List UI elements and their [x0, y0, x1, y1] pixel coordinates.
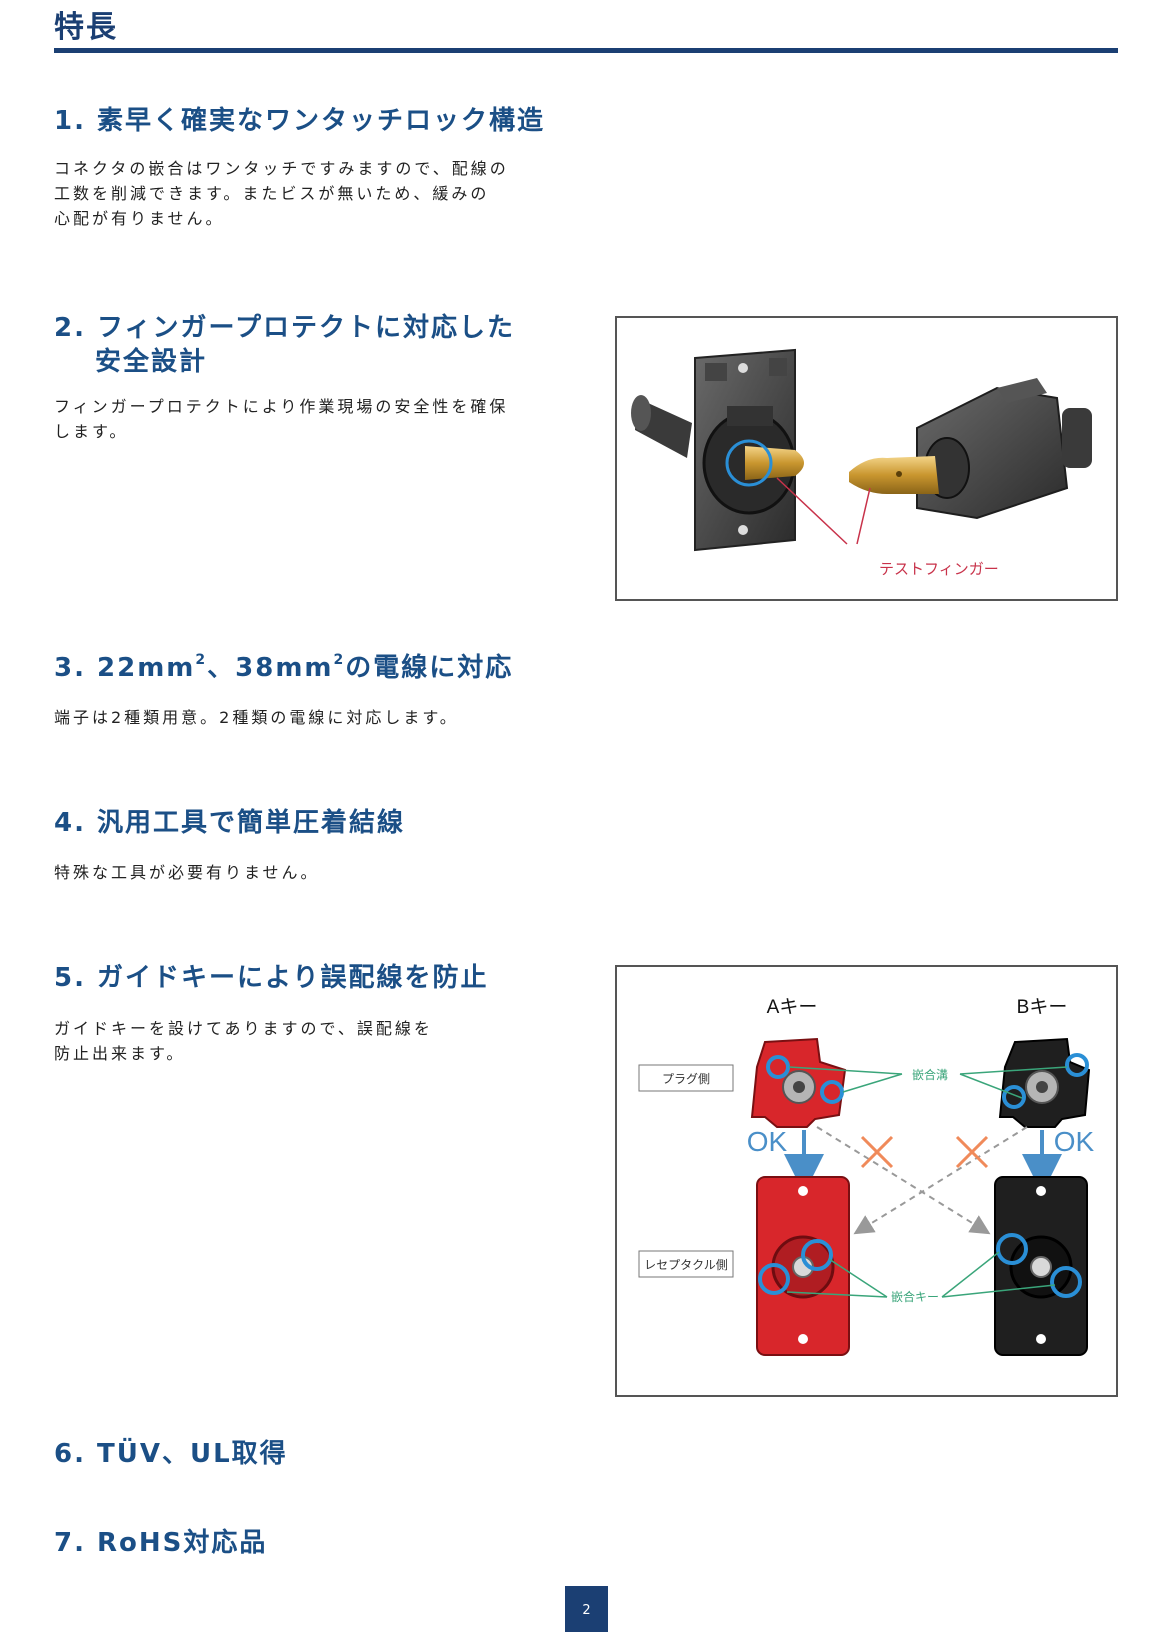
section-3-sup-b: 2 — [333, 652, 346, 668]
section-6-heading: 6. TÜV、UL取得 — [54, 1437, 288, 1471]
section-1-line-1: コネクタの嵌合はワンタッチですみますので、配線の — [54, 159, 509, 178]
mount-hole-bottom — [738, 525, 748, 535]
guide-key-diagram: Aキー Bキー プラグ側 レセプタクル側 嵌合溝 OK OK — [638, 997, 1095, 1356]
section-4-body: 特殊な工具が必要有りません。 — [54, 860, 544, 885]
section-5-body: ガイドキーを設けてありますので、誤配線を防止出来ます。 — [54, 1016, 544, 1066]
section-4-heading: 4. 汎用工具で簡単圧着結線 — [54, 806, 405, 840]
callout-lines — [776, 477, 871, 545]
highlight-ring — [725, 439, 773, 487]
key-callout-lines — [786, 1251, 1056, 1298]
ok-right-label: OK — [1054, 1126, 1095, 1157]
section-5-line-1: ガイドキーを設けてありますので、誤配線を — [54, 1019, 433, 1038]
section-3-body: 端子は2種類用意。2種類の電線に対応します。 — [54, 705, 544, 730]
receptacle-a-key-marker-2 — [758, 1263, 790, 1295]
page-title: 特長 — [54, 10, 118, 45]
test-finger-left — [745, 446, 804, 480]
section-1-line-2: 工数を削減できます。またビスが無いため、緩みの — [54, 184, 490, 203]
section-3-sup-a: 2 — [195, 652, 208, 668]
section-2-line-2: します。 — [54, 422, 129, 441]
receptacle-b-key-marker-2 — [1050, 1266, 1082, 1298]
page-number: 2 — [565, 1586, 608, 1632]
groove-label: 嵌合溝 — [912, 1067, 948, 1082]
test-finger-figure: テストフィンガー — [615, 316, 1118, 601]
section-1-line-3: 心配が有りません。 — [54, 209, 225, 228]
plug-a-groove-marker-2 — [820, 1080, 844, 1104]
callout-test-finger: テストフィンガー — [879, 561, 999, 578]
key-label: 嵌合キー — [891, 1289, 939, 1304]
plug-side-label: プラグ側 — [662, 1072, 710, 1086]
key-b-label: Bキー — [1017, 997, 1068, 1018]
section-7-title: RoHS対応品 — [97, 1528, 268, 1558]
ng-cross-right — [955, 1135, 989, 1169]
mount-hole-top — [738, 363, 748, 373]
section-2-body: フィンガープロテクトにより作業現場の安全性を確保します。 — [54, 394, 544, 444]
section-1-heading: 1. 素早く確実なワンタッチロック構造 — [54, 104, 545, 138]
plug-latch — [997, 378, 1047, 403]
panel-notch-right — [769, 358, 787, 376]
section-6-title: TÜV、UL取得 — [97, 1439, 288, 1469]
section-7-heading: 7. RoHS対応品 — [54, 1526, 267, 1560]
section-3-title-c: の電線に対応 — [345, 653, 514, 683]
section-3-line-1: 端子は2種類用意。2種類の電線に対応します。 — [54, 708, 459, 727]
section-2-heading: 2. フィンガープロテクトに対応した安全設計 — [54, 311, 515, 379]
section-1-title: 素早く確実なワンタッチロック構造 — [97, 106, 546, 136]
section-4-line-1: 特殊な工具が必要有りません。 — [54, 863, 320, 882]
receptacle-side-label: レセプタクル側 — [644, 1258, 728, 1272]
guide-key-figure: Aキー Bキー プラグ側 レセプタクル側 嵌合溝 OK OK — [615, 965, 1118, 1397]
plug-b-groove-marker-2 — [1065, 1053, 1089, 1077]
cable-end — [631, 395, 651, 431]
ng-cross-left — [860, 1135, 894, 1169]
receptacle-b — [994, 1176, 1088, 1356]
section-1-number: 1. — [54, 106, 86, 136]
receptacle-side-box — [638, 1250, 734, 1278]
panel-notch-left — [705, 363, 727, 381]
section-2-title-line-2: 安全設計 — [95, 347, 208, 377]
plug-a — [750, 1037, 847, 1128]
section-5-title: ガイドキーにより誤配線を防止 — [97, 963, 489, 993]
section-3-title-b: 、38mm — [207, 653, 334, 683]
title-rule — [54, 48, 1118, 53]
plug-tail — [1062, 408, 1092, 468]
section-2-line-1: フィンガープロテクトにより作業現場の安全性を確保 — [54, 397, 509, 416]
section-3-title-a: 22mm — [97, 653, 196, 683]
section-5-number: 5. — [54, 963, 86, 993]
key-a-label: Aキー — [767, 997, 818, 1018]
receptacle-b-key-marker-1 — [996, 1233, 1028, 1265]
section-5-line-2: 防止出来ます。 — [54, 1044, 186, 1063]
plug-b-groove-marker-1 — [1002, 1085, 1026, 1109]
receptacle-a-key-marker-1 — [801, 1239, 833, 1271]
section-6-number: 6. — [54, 1439, 86, 1469]
section-4-number: 4. — [54, 808, 86, 838]
section-2-number: 2. — [54, 313, 86, 343]
section-3-heading: 3. 22mm2、38mm2の電線に対応 — [54, 651, 513, 685]
test-finger-right — [849, 456, 939, 494]
plug-side-box — [638, 1064, 734, 1092]
section-7-number: 7. — [54, 1528, 86, 1558]
finger-tip — [896, 471, 902, 477]
ok-left-label: OK — [747, 1126, 788, 1157]
section-1-body: コネクタの嵌合はワンタッチですみますので、配線の工数を削減できます。またビスが無… — [54, 156, 544, 231]
section-2-title: フィンガープロテクトに対応した — [97, 313, 515, 343]
section-5-heading: 5. ガイドキーにより誤配線を防止 — [54, 961, 489, 995]
section-3-number: 3. — [54, 653, 86, 683]
socket-latch — [727, 406, 773, 426]
section-4-title: 汎用工具で簡単圧着結線 — [97, 808, 406, 838]
plug-b — [998, 1037, 1091, 1128]
plug-a-groove-marker-1 — [766, 1055, 790, 1079]
groove-callout-lines — [788, 1066, 1068, 1099]
connector-illustration: テストフィンガー — [631, 348, 1092, 578]
